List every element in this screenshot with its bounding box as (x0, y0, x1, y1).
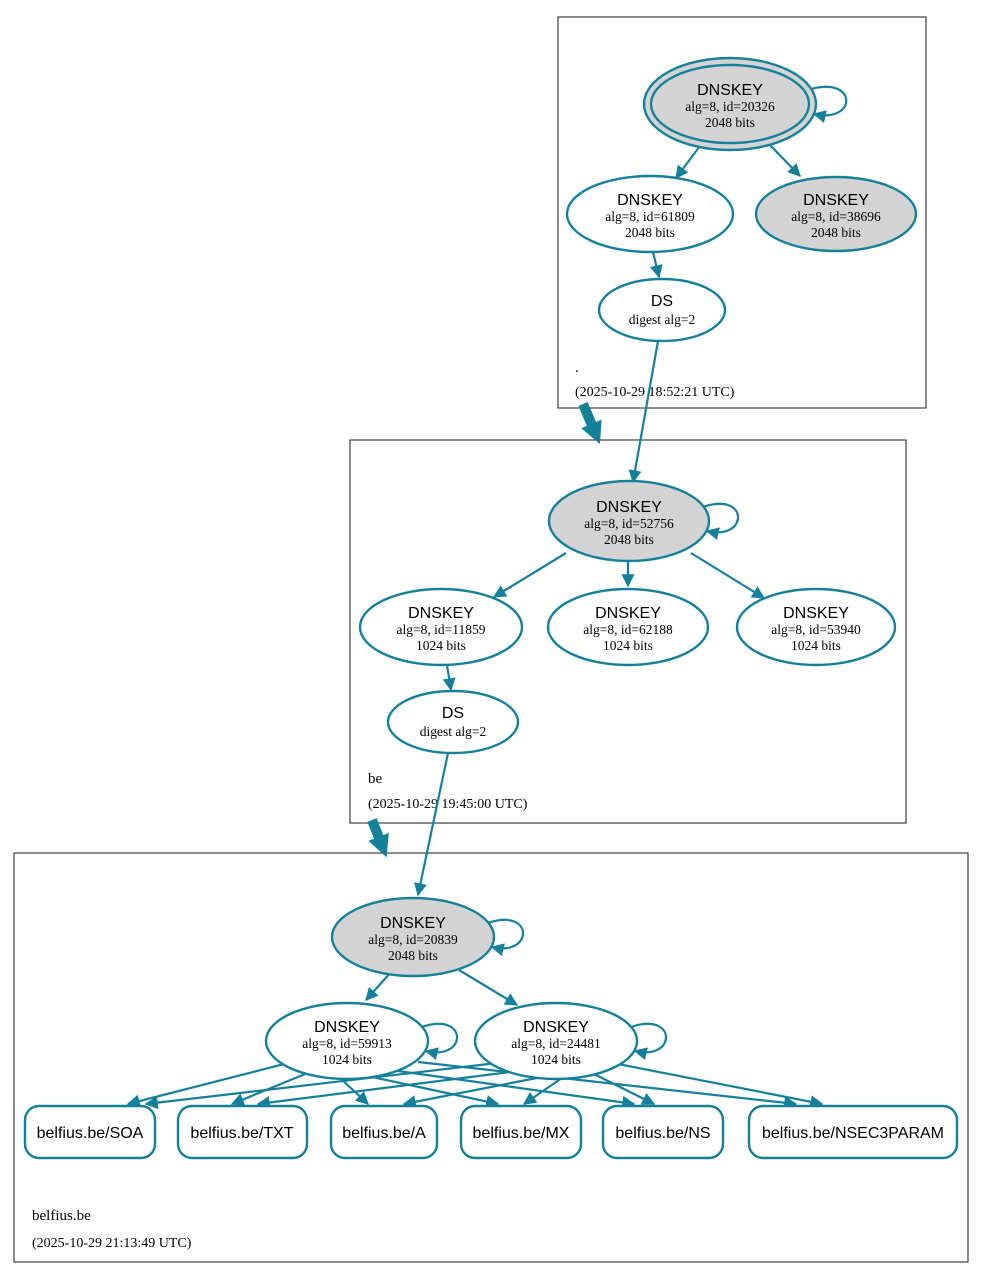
zone-label-be: be (368, 771, 383, 787)
dnskey-node-24481: DNSKEY alg=8, id=24481 1024 bits (473, 1001, 639, 1081)
svg-text:belfius.be/MX: belfius.be/MX (473, 1125, 570, 1142)
dnskey-node-20839: DNSKEY alg=8, id=20839 2048 bits (330, 896, 496, 978)
edge-rootds-to-beksk (628, 340, 660, 484)
svg-text:1024 bits: 1024 bits (603, 638, 653, 653)
svg-text:alg=8, id=11859: alg=8, id=11859 (397, 622, 486, 637)
zone-timestamp-belfius: (2025-10-29 21:13:49 UTC) (32, 1236, 192, 1251)
self-sign-loop-belfius-ksk (487, 918, 525, 957)
svg-text:1024 bits: 1024 bits (531, 1052, 581, 1067)
svg-text:alg=8, id=24481: alg=8, id=24481 (511, 1036, 600, 1051)
zone-label-belfius: belfius.be (32, 1208, 91, 1224)
svg-text:belfius.be/NS: belfius.be/NS (615, 1125, 710, 1142)
edge-zsk11859-to-ds (442, 664, 456, 692)
svg-text:alg=8, id=59913: alg=8, id=59913 (302, 1036, 392, 1051)
svg-text:alg=8, id=20326: alg=8, id=20326 (685, 99, 775, 114)
svg-text:DNSKEY: DNSKEY (617, 192, 683, 209)
zone-box-belfius (13, 852, 969, 1263)
dnskey-node-52756: DNSKEY alg=8, id=52756 2048 bits (547, 479, 711, 563)
rrset-node-nsec3param: belfius.be/NSEC3PARAM (747, 1104, 959, 1160)
edge-belfiusksk-to-zsk24481 (458, 969, 519, 1006)
svg-text:DNSKEY: DNSKEY (697, 82, 763, 99)
svg-text:2048 bits: 2048 bits (625, 225, 675, 240)
edge-belfiusksk-to-zsk59913 (365, 971, 392, 1001)
rrset-node-a: belfius.be/A (329, 1104, 439, 1160)
edge-beds-to-belfiusksk (414, 752, 450, 897)
svg-text:DNSKEY: DNSKEY (595, 605, 661, 622)
dnskey-node-59913: DNSKEY alg=8, id=59913 1024 bits (264, 1001, 430, 1081)
edge-zsk24481-to-nsec3param (617, 1062, 824, 1109)
svg-text:2048 bits: 2048 bits (388, 948, 438, 963)
svg-text:DS: DS (442, 705, 464, 722)
svg-text:alg=8, id=52756: alg=8, id=52756 (584, 516, 674, 531)
edge-zsk59913-to-txt (230, 1070, 311, 1106)
edge-zsk24481-to-txt (256, 1069, 519, 1109)
edge-rootksk-to-key38696 (765, 140, 801, 177)
edge-zsk24481-to-mx (522, 1077, 563, 1105)
dnskey-node-38696: DNSKEY alg=8, id=38696 2048 bits (754, 175, 918, 253)
edge-zsk59913-to-mx (371, 1075, 500, 1108)
rrset-node-mx: belfius.be/MX (459, 1104, 583, 1160)
svg-text:alg=8, id=53940: alg=8, id=53940 (771, 622, 861, 637)
edge-zsk24481-to-a (402, 1075, 543, 1109)
edge-zsk59913-to-nsec3param (417, 1060, 798, 1110)
dnskey-node-20326: DNSKEY alg=8, id=20326 2048 bits (642, 56, 818, 152)
svg-text:2048 bits: 2048 bits (604, 532, 654, 547)
svg-text:alg=8, id=20839: alg=8, id=20839 (368, 932, 458, 947)
zone-timestamp-be: (2025-10-29 19:45:00 UTC) (368, 797, 528, 812)
svg-text:belfius.be/TXT: belfius.be/TXT (190, 1125, 293, 1142)
svg-text:DNSKEY: DNSKEY (408, 605, 474, 622)
svg-text:alg=8, id=62188: alg=8, id=62188 (583, 622, 673, 637)
edge-zsk24481-to-ns (591, 1072, 656, 1105)
delegation-arrow-root-to-be (578, 402, 602, 445)
svg-text:belfius.be/NSEC3PARAM: belfius.be/NSEC3PARAM (762, 1125, 944, 1142)
svg-text:digest alg=2: digest alg=2 (629, 312, 695, 327)
dnskey-node-61809: DNSKEY alg=8, id=61809 2048 bits (565, 174, 735, 254)
ds-node-be: DS digest alg=2 (597, 277, 727, 343)
svg-text:alg=8, id=61809: alg=8, id=61809 (605, 209, 695, 224)
dnskey-node-11859: DNSKEY alg=8, id=11859 1024 bits (358, 587, 524, 667)
edge-beksk-to-zsk11859 (492, 552, 567, 598)
dnskey-node-62188: DNSKEY alg=8, id=62188 1024 bits (546, 587, 710, 667)
self-sign-loop-root-ksk (807, 85, 848, 123)
svg-text:DNSKEY: DNSKEY (596, 499, 662, 516)
svg-text:2048 bits: 2048 bits (705, 115, 755, 130)
self-sign-loop-zsk24481 (630, 1022, 668, 1061)
zone-box-be (349, 439, 907, 824)
svg-text:digest alg=2: digest alg=2 (420, 724, 486, 739)
svg-text:1024 bits: 1024 bits (416, 638, 466, 653)
self-sign-loop-be-ksk (702, 502, 740, 541)
svg-text:1024 bits: 1024 bits (791, 638, 841, 653)
svg-text:belfius.be/SOA: belfius.be/SOA (37, 1125, 144, 1142)
zone-box-root (557, 16, 927, 409)
svg-text:1024 bits: 1024 bits (322, 1052, 372, 1067)
svg-text:DNSKEY: DNSKEY (523, 1019, 589, 1036)
edge-zsk59913-to-ns (397, 1069, 636, 1109)
svg-text:DS: DS (651, 293, 673, 310)
edge-zsk24481-to-soa (144, 1061, 498, 1110)
rrset-node-txt: belfius.be/TXT (176, 1104, 309, 1160)
self-sign-loop-zsk59913 (421, 1022, 459, 1061)
svg-text:DNSKEY: DNSKEY (783, 605, 849, 622)
rrset-node-ns: belfius.be/NS (601, 1104, 725, 1160)
edge-zsk61809-to-ds (649, 251, 663, 279)
dnskey-node-53940: DNSKEY alg=8, id=53940 1024 bits (735, 587, 897, 667)
zone-label-root: . (575, 360, 579, 376)
rrset-node-soa: belfius.be/SOA (23, 1104, 157, 1160)
edge-beksk-to-zsk53940 (690, 552, 766, 599)
delegation-arrow-be-to-belfius (367, 818, 389, 858)
svg-text:DNSKEY: DNSKEY (314, 1019, 380, 1036)
svg-text:alg=8, id=38696: alg=8, id=38696 (791, 209, 881, 224)
ds-node-belfius: DS digest alg=2 (386, 689, 520, 755)
svg-text:belfius.be/A: belfius.be/A (342, 1125, 426, 1142)
svg-text:DNSKEY: DNSKEY (380, 915, 446, 932)
svg-text:DNSKEY: DNSKEY (803, 192, 869, 209)
zone-timestamp-root: (2025-10-29 18:52:21 UTC) (575, 385, 735, 400)
svg-text:2048 bits: 2048 bits (811, 225, 861, 240)
